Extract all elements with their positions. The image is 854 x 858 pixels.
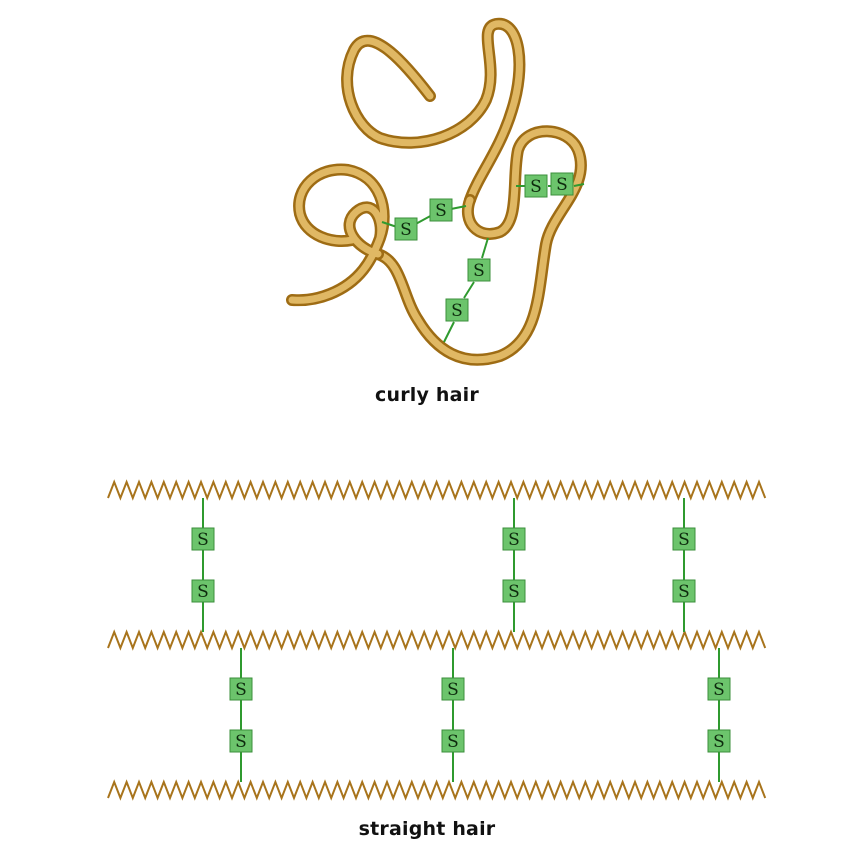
ribbon-segment-right-loop	[372, 125, 587, 366]
disulfide-bridge: SS	[229, 648, 253, 782]
disulfide-bridge: SS	[707, 648, 731, 782]
straight-protein-chains	[107, 479, 767, 801]
sulfur-atom: S	[707, 677, 731, 701]
sulfur-atom: S	[191, 579, 215, 603]
sulfur-atom: S	[394, 217, 418, 241]
sulfur-atom: S	[467, 258, 491, 282]
ribbon-segment-top-loop	[341, 17, 526, 206]
sulfur-label: S	[197, 530, 209, 550]
sulfur-label: S	[713, 732, 725, 752]
sulfur-atom: S	[524, 174, 548, 198]
sulfur-label: S	[235, 680, 247, 700]
curly-hair-caption: curly hair	[375, 384, 479, 406]
sulfur-label: S	[400, 220, 412, 240]
sulfur-label: S	[678, 530, 690, 550]
sulfur-label: S	[473, 261, 485, 281]
sulfur-atom: S	[672, 579, 696, 603]
sulfur-atom: S	[707, 729, 731, 753]
disulfide-bridge: SS	[502, 498, 526, 632]
sulfur-label: S	[235, 732, 247, 752]
sulfur-label: S	[447, 680, 459, 700]
sulfur-label: S	[447, 732, 459, 752]
sulfur-label: S	[435, 201, 447, 221]
sulfur-atom: S	[429, 198, 453, 222]
sulfur-atom: S	[191, 527, 215, 551]
sulfur-label: S	[556, 175, 568, 195]
straight-hair-caption: straight hair	[358, 818, 496, 840]
curly-hair-illustration: S S S S S S	[286, 17, 587, 366]
protein-chain-3	[107, 779, 767, 801]
sulfur-label: S	[451, 301, 463, 321]
sulfur-label: S	[508, 530, 520, 550]
sulfur-label: S	[508, 582, 520, 602]
disulfide-bridge: SS	[441, 648, 465, 782]
protein-chain-2	[107, 629, 767, 651]
sulfur-label: S	[713, 680, 725, 700]
disulfide-bridge: SS	[672, 498, 696, 632]
sulfur-label: S	[678, 582, 690, 602]
sulfur-atom: S	[672, 527, 696, 551]
sulfur-atom: S	[229, 729, 253, 753]
curly-protein-ribbon	[286, 17, 587, 366]
sulfur-label: S	[197, 582, 209, 602]
sulfur-atom: S	[229, 677, 253, 701]
sulfur-atom: S	[441, 677, 465, 701]
disulfide-bridge: SS	[191, 498, 215, 632]
sulfur-atom: S	[550, 172, 574, 196]
sulfur-atom: S	[502, 579, 526, 603]
curly-sulfur-atoms: S S S S S S	[394, 172, 574, 322]
sulfur-atom: S	[441, 729, 465, 753]
sulfur-label: S	[530, 177, 542, 197]
sulfur-atom: S	[502, 527, 526, 551]
sulfur-atom: S	[445, 298, 469, 322]
protein-chain-1	[107, 479, 767, 501]
